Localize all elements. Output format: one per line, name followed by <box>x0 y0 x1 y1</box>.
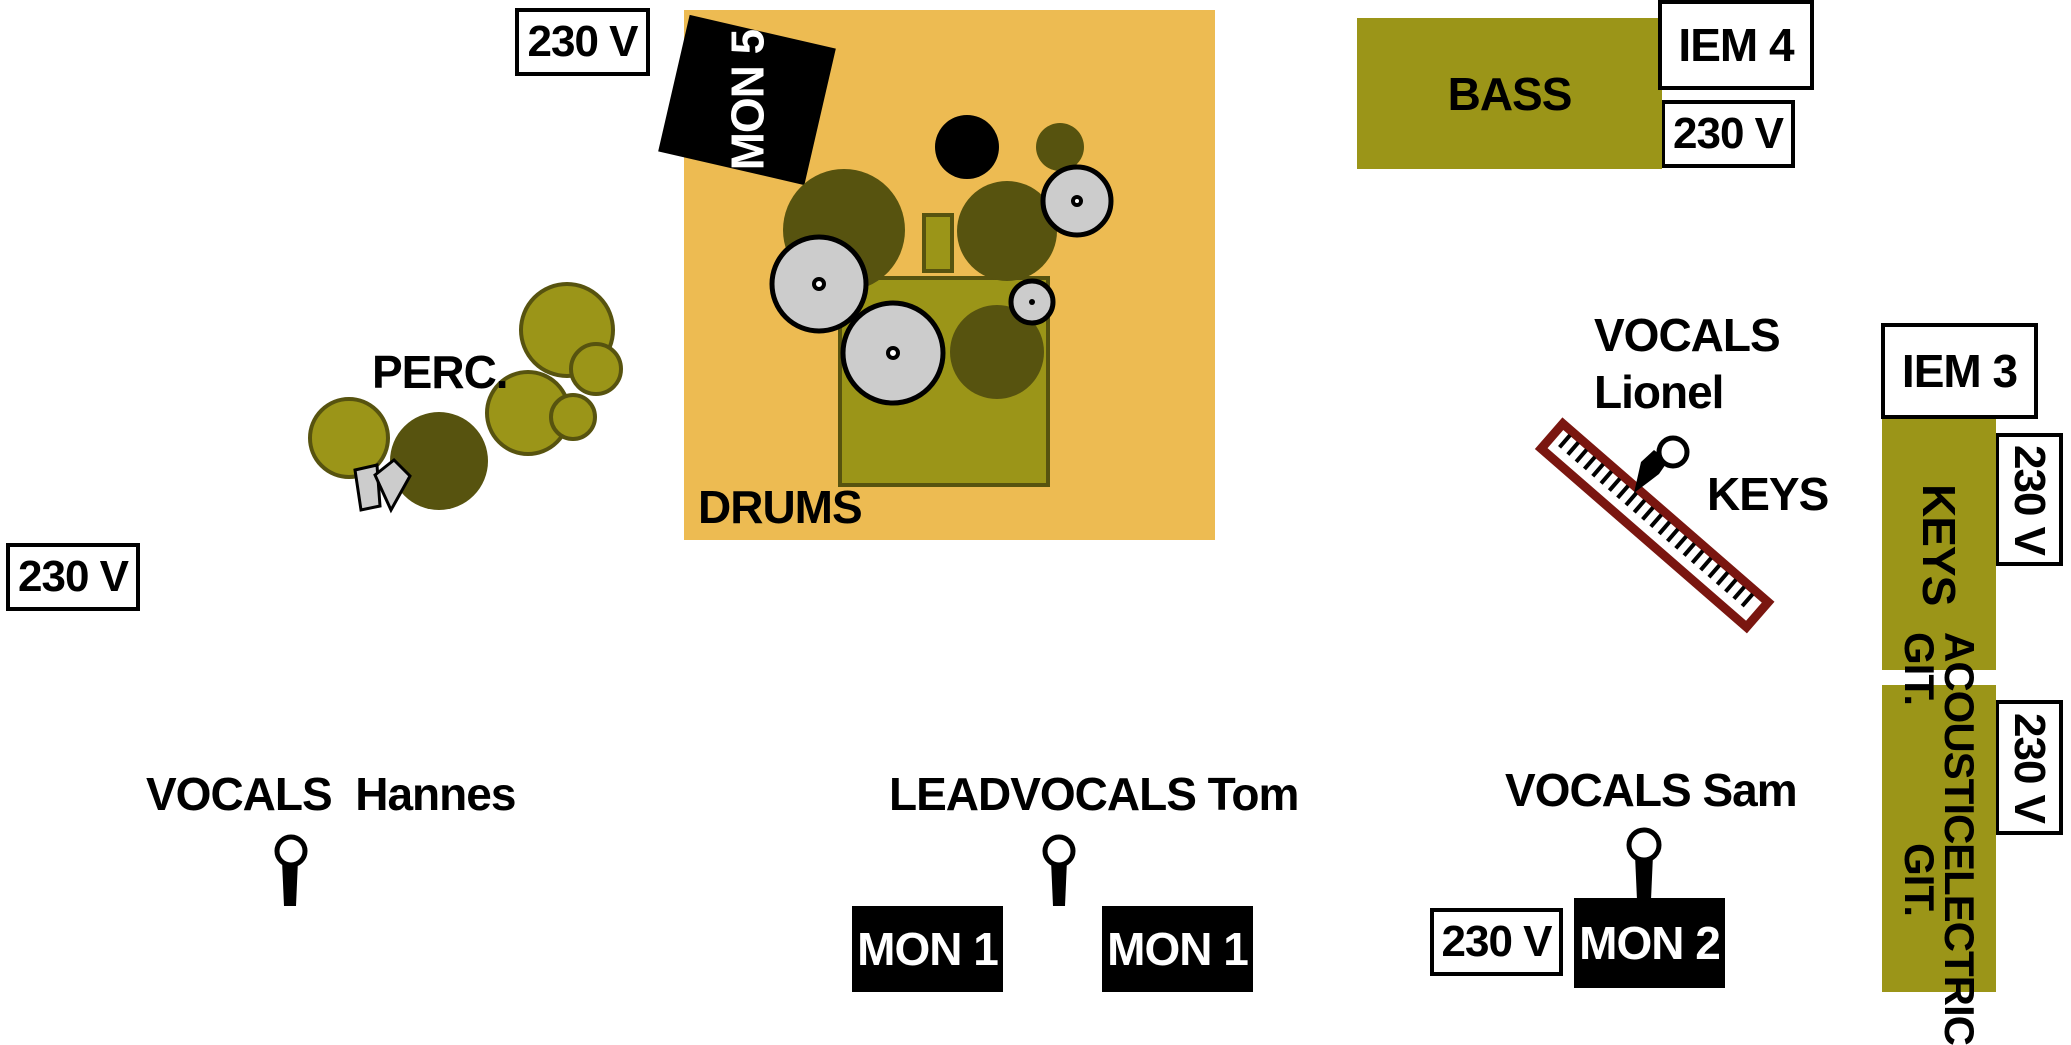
vocals-tom-label: LEADVOCALS Tom <box>889 768 1299 820</box>
microphone-sam <box>1626 827 1662 900</box>
keys-amp-label: KEYS <box>1913 483 1965 606</box>
electric-guitar-label: ELECTRIC GIT. <box>1896 843 1983 1045</box>
microphone-tom <box>1042 834 1076 906</box>
monitor-mon1-left: MON 1 <box>852 906 1003 992</box>
percussion-set <box>308 282 623 514</box>
acoustic-guitar-label: ACOUSTIC GIT. <box>1896 631 1983 844</box>
snare-stand <box>922 213 954 273</box>
power-outlet-mon2: 230 V <box>1430 908 1563 976</box>
power-outlet-guitar: 230 V <box>1995 700 2063 835</box>
drums-label: DRUMS <box>698 481 863 533</box>
bass-amp: BASS <box>1357 18 1662 169</box>
cowbell-black <box>935 115 999 179</box>
vocals-lionel-label-line1: VOCALS <box>1594 309 1781 361</box>
power-outlet-keys: 230 V <box>1995 433 2063 566</box>
monitor-mon2: MON 2 <box>1574 898 1725 988</box>
rack-tom <box>957 181 1057 281</box>
conga-2 <box>569 342 623 396</box>
microphone-hannes <box>274 834 308 906</box>
power-outlet-bass: 230 V <box>1661 100 1795 168</box>
tom-low <box>950 305 1044 399</box>
power-outlet-keys-label: 230 V <box>2005 444 2054 555</box>
drum-kit <box>769 115 1114 487</box>
iem4-box: IEM 4 <box>1658 0 1814 90</box>
vocals-lionel-label-line2: Lionel <box>1594 366 1724 418</box>
shaker-2 <box>373 457 412 514</box>
microphone-lionel <box>1634 435 1690 493</box>
djembe <box>308 397 390 479</box>
keys-instrument-label: KEYS <box>1707 468 1829 520</box>
bass-label: BASS <box>1447 67 1573 120</box>
power-outlet-guitar-label: 230 V <box>2005 712 2054 823</box>
cajon-shell <box>390 412 488 510</box>
bongo <box>549 393 597 441</box>
vocals-hannes-label: VOCALS Hannes <box>146 768 516 820</box>
monitor-mon1-right: MON 1 <box>1102 906 1253 992</box>
percussion-label: PERC. <box>372 346 509 398</box>
vocals-sam-label: VOCALS Sam <box>1505 764 1798 816</box>
shaker-1 <box>353 463 382 512</box>
power-outlet-top-left: 230 V <box>515 8 650 76</box>
guitar-amp: ACOUSTIC GIT. ELECTRIC GIT. <box>1882 632 1996 1045</box>
iem3-box: IEM 3 <box>1881 323 2038 419</box>
keyboard <box>1534 417 1775 634</box>
power-outlet-left: 230 V <box>6 543 140 611</box>
small-tom <box>1036 123 1084 171</box>
keys-amp: KEYS <box>1882 419 1996 670</box>
